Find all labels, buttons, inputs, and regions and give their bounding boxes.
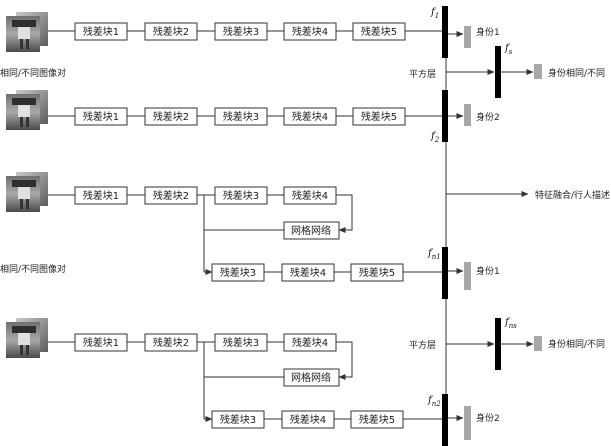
svg-text:残差块4: 残差块4 xyxy=(290,266,326,279)
feature-bar-f2 xyxy=(442,90,448,142)
svg-text:残差块1: 残差块1 xyxy=(83,336,119,349)
top2-residual-block-3: 残差块3 xyxy=(215,108,267,125)
identity-same-diff-label-top: 身份相同/不同 xyxy=(548,67,605,79)
top1-residual-block-4: 残差块4 xyxy=(284,23,336,40)
identity-1-label-top: 身份1 xyxy=(476,26,500,38)
svg-text:残差块4: 残差块4 xyxy=(290,413,326,426)
svg-text:残差块1: 残差块1 xyxy=(83,25,119,38)
grid-branch-2: 残差块1 残差块2 残差块3 残差块4 网格网络 残差块3 xyxy=(6,318,442,428)
identity-same-diff-output-top xyxy=(534,64,542,79)
grid2-residual-block-4: 残差块4 xyxy=(284,334,336,351)
feature-fusion-label: 特征融合/行人描述 xyxy=(535,189,610,201)
identity-1-label-bottom: 身份1 xyxy=(476,265,500,277)
top-branch-2: 残差块1 残差块2 残差块3 残差块4 残差块5 xyxy=(6,90,442,130)
svg-text:网格网络: 网格网络 xyxy=(291,371,331,384)
square-layer-label-top: 平方层 xyxy=(409,68,436,80)
svg-text:残差块4: 残差块4 xyxy=(292,25,328,38)
image-pair-label-bottom: 相同/不同图像对 xyxy=(0,263,66,275)
grid2-residual-block-3b: 残差块3 xyxy=(212,411,264,428)
svg-text:网格网络: 网格网络 xyxy=(291,224,331,237)
grid1-residual-block-1: 残差块1 xyxy=(75,187,127,204)
svg-text:残差块2: 残差块2 xyxy=(153,336,189,349)
grid1-residual-block-2: 残差块2 xyxy=(145,187,197,204)
top1-residual-block-2: 残差块2 xyxy=(145,23,197,40)
svg-text:残差块5: 残差块5 xyxy=(359,413,395,426)
grid1-residual-block-3: 残差块3 xyxy=(215,187,267,204)
grid2-grid-network: 网格网络 xyxy=(284,369,339,386)
top2-residual-block-1: 残差块1 xyxy=(75,108,127,125)
grid-branch-1: 残差块1 残差块2 残差块3 残差块4 网格网络 残差块3 xyxy=(6,172,442,281)
svg-text:残差块3: 残差块3 xyxy=(223,189,259,202)
identity-2-label-top: 身份2 xyxy=(476,111,500,123)
feature-label-fn1: fn1 xyxy=(427,248,441,261)
svg-text:残差块3: 残差块3 xyxy=(220,266,256,279)
grid2-residual-block-2: 残差块2 xyxy=(145,334,197,351)
feature-bar-fn1 xyxy=(442,247,448,299)
svg-text:残差块4: 残差块4 xyxy=(292,189,328,202)
svg-text:残差块5: 残差块5 xyxy=(361,25,397,38)
input-image-2 xyxy=(6,90,48,130)
feature-label-fns: fns xyxy=(504,317,517,330)
svg-text:残差块4: 残差块4 xyxy=(292,110,328,123)
feature-bar-fn2 xyxy=(442,394,448,446)
feature-label-fs: fs xyxy=(504,43,513,56)
grid2-residual-block-1: 残差块1 xyxy=(75,334,127,351)
identity-same-diff-output-bottom xyxy=(534,336,542,351)
top2-residual-block-4: 残差块4 xyxy=(284,108,336,125)
svg-text:残差块3: 残差块3 xyxy=(223,110,259,123)
image-pair-label-top: 相同/不同图像对 xyxy=(0,67,66,79)
feature-bar-fs xyxy=(495,46,501,98)
identity-same-diff-label-bottom: 身份相同/不同 xyxy=(548,338,605,350)
top1-residual-block-3: 残差块3 xyxy=(215,23,267,40)
svg-text:残差块2: 残差块2 xyxy=(153,189,189,202)
svg-text:残差块1: 残差块1 xyxy=(83,189,119,202)
identity-2-output-bottom xyxy=(464,406,471,440)
feature-label-f1: f1 xyxy=(430,7,439,20)
svg-text:残差块3: 残差块3 xyxy=(223,336,259,349)
svg-text:残差块2: 残差块2 xyxy=(153,110,189,123)
feature-bar-fns xyxy=(495,318,501,370)
svg-text:残差块1: 残差块1 xyxy=(83,110,119,123)
feature-label-f2: f2 xyxy=(430,131,440,144)
grid1-residual-block-4b: 残差块4 xyxy=(282,264,334,281)
svg-text:残差块2: 残差块2 xyxy=(153,25,189,38)
grid1-residual-block-5: 残差块5 xyxy=(351,264,403,281)
grid2-residual-block-3: 残差块3 xyxy=(215,334,267,351)
top2-residual-block-5: 残差块5 xyxy=(353,108,405,125)
svg-text:残差块3: 残差块3 xyxy=(223,25,259,38)
grid1-residual-block-4: 残差块4 xyxy=(284,187,336,204)
grid2-residual-block-5: 残差块5 xyxy=(351,411,403,428)
identity-1-output-top xyxy=(464,26,471,48)
top-branch-1: 残差块1 残差块2 残差块3 残差块4 残差块5 xyxy=(6,12,442,52)
svg-text:残差块5: 残差块5 xyxy=(361,110,397,123)
top2-residual-block-2: 残差块2 xyxy=(145,108,197,125)
svg-text:残差块3: 残差块3 xyxy=(220,413,256,426)
top1-residual-block-5: 残差块5 xyxy=(353,23,405,40)
identity-2-output-top xyxy=(464,104,471,126)
svg-text:残差块4: 残差块4 xyxy=(292,336,328,349)
input-image-3 xyxy=(6,172,48,212)
identity-1-output-bottom xyxy=(464,262,471,290)
square-layer-label-bottom: 平方层 xyxy=(409,339,436,351)
grid1-grid-network: 网格网络 xyxy=(284,222,339,239)
grid1-residual-block-3b: 残差块3 xyxy=(212,264,264,281)
top1-residual-block-1: 残差块1 xyxy=(75,23,127,40)
feature-bar-f1 xyxy=(442,6,448,58)
identity-2-label-bottom: 身份2 xyxy=(476,412,500,424)
input-image-4 xyxy=(6,318,48,358)
feature-label-fn2: fn2 xyxy=(427,395,441,408)
grid2-residual-block-4b: 残差块4 xyxy=(282,411,334,428)
input-image-1 xyxy=(6,12,48,52)
svg-text:残差块5: 残差块5 xyxy=(359,266,395,279)
